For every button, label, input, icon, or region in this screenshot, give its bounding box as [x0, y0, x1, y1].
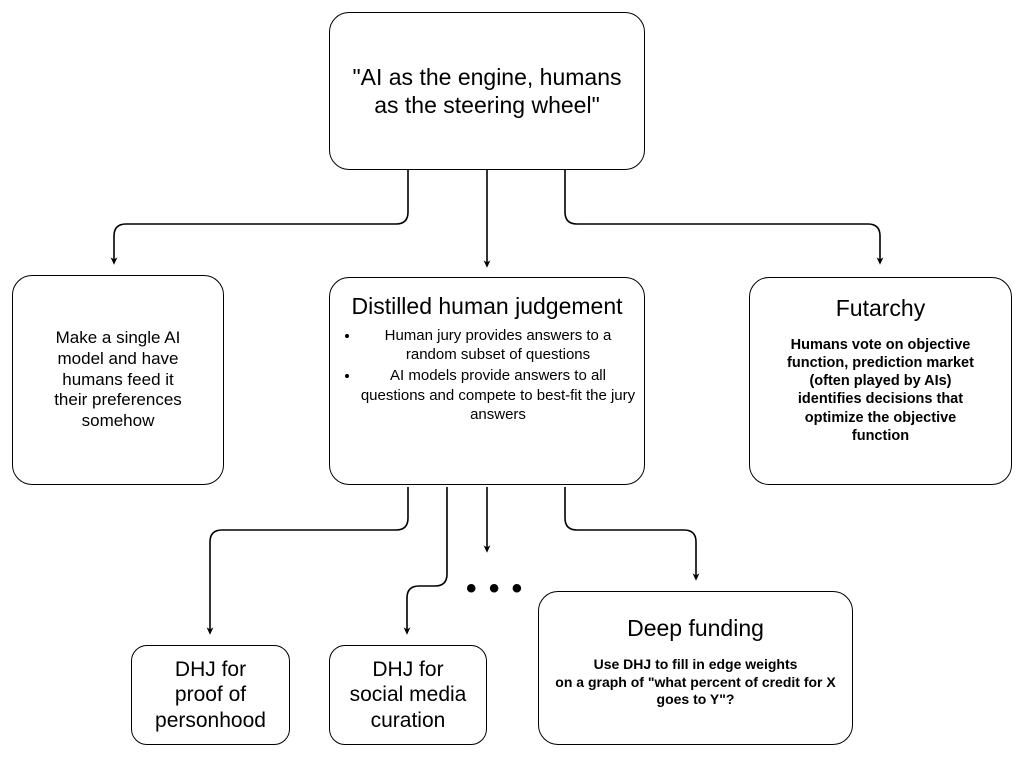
node-dhj-proof-of-personhood-label: DHJ for proof of personhood [155, 657, 266, 732]
node-futarchy-title: Futarchy [835, 295, 926, 321]
node-single-ai-model[interactable]: Make a single AI model and have humans f… [12, 275, 224, 485]
ellipsis-more-applications: • • • [466, 572, 525, 605]
node-deep-funding-body: Use DHJ to fill in edge weights on a gra… [555, 656, 836, 708]
node-dhj-title: Distilled human judgement [351, 293, 623, 319]
edge-dhj-to-personhood [206, 487, 409, 635]
node-single-ai-model-label: Make a single AI model and have humans f… [54, 328, 182, 431]
node-dhj-bullet-list: Human jury provides answers to a random … [330, 326, 644, 426]
node-deep-funding-title: Deep funding [627, 615, 764, 641]
edge-dhj-to-social-media [403, 487, 448, 635]
node-deep-funding[interactable]: Deep funding Use DHJ to fill in edge wei… [538, 591, 853, 745]
node-dhj-social-media-curation[interactable]: DHJ for social media curation [329, 645, 487, 745]
node-root[interactable]: "AI as the engine, humans as the steerin… [329, 12, 645, 170]
node-futarchy-body: Humans vote on objective function, predi… [787, 337, 974, 444]
node-dhj-bullet-item: Human jury provides answers to a random … [360, 326, 636, 364]
node-dhj-social-media-curation-label: DHJ for social media curation [349, 657, 467, 732]
edge-root-to-single-model [110, 170, 409, 265]
node-dhj-proof-of-personhood[interactable]: DHJ for proof of personhood [131, 645, 290, 745]
node-root-label: "AI as the engine, humans as the steerin… [352, 63, 622, 118]
node-dhj-bullet-item: AI models provide answers to all questio… [360, 366, 636, 424]
edge-root-to-futarchy [564, 170, 884, 265]
node-futarchy[interactable]: Futarchy Humans vote on objective functi… [749, 277, 1012, 485]
node-distilled-human-judgement[interactable]: Distilled human judgement Human jury pro… [329, 277, 645, 485]
edge-dhj-to-deep-funding [564, 487, 700, 581]
